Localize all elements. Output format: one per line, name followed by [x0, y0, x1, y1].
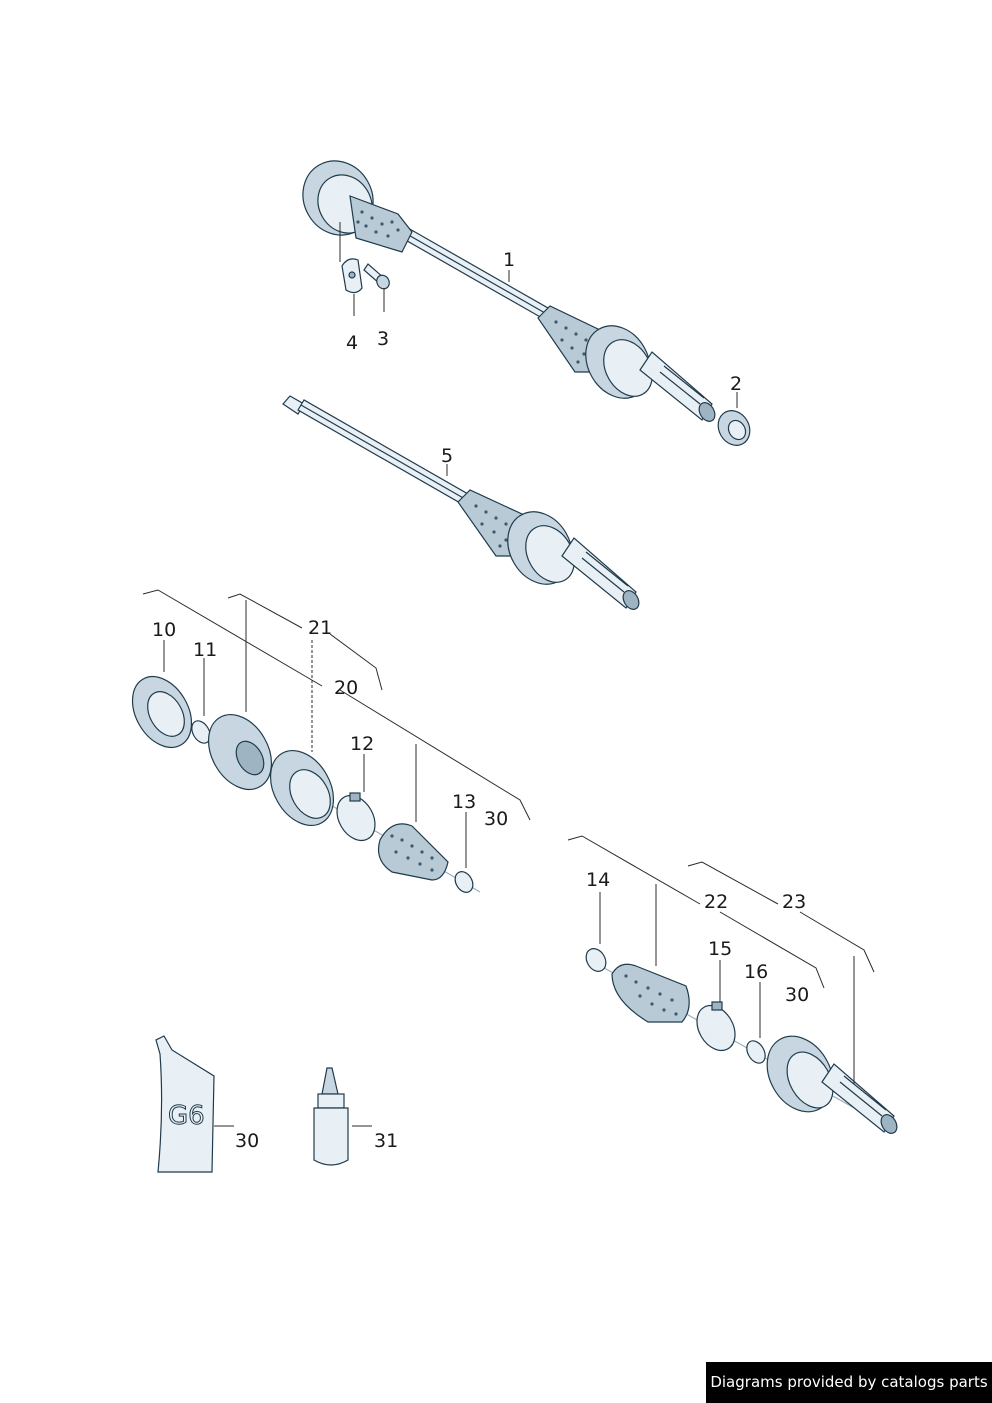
hose-clamp-large-outer	[696, 1001, 736, 1052]
callout-16: 16	[744, 961, 768, 983]
callout-labels: 1 2 3 4 5 10 11 21 20 12 13 30 14 22 23 …	[152, 249, 809, 1152]
callout-3: 3	[377, 328, 389, 350]
callout-15: 15	[708, 938, 732, 960]
callout-11: 11	[193, 639, 217, 661]
boot-outer	[611, 963, 690, 1023]
callout-30-outer-kit: 30	[785, 984, 809, 1006]
bracket-20	[142, 589, 323, 687]
callout-13: 13	[452, 791, 476, 813]
callout-20: 20	[334, 677, 358, 699]
bracket-21-end	[329, 633, 383, 691]
callout-12: 12	[350, 733, 374, 755]
callout-14: 14	[586, 869, 610, 891]
callout-5: 5	[441, 445, 453, 467]
callout-1: 1	[503, 249, 515, 271]
callout-4: 4	[346, 332, 358, 354]
cv-joint-housing	[269, 750, 335, 826]
callout-23: 23	[782, 891, 806, 913]
leader-lines	[163, 222, 855, 1127]
callout-30-grease: 30	[235, 1130, 259, 1152]
retaining-plate	[341, 258, 363, 294]
bracket-20-end	[339, 689, 531, 821]
bolt	[363, 263, 390, 290]
hose-clamp-small-outer	[585, 948, 607, 972]
grease-tube: G6	[155, 1035, 215, 1173]
callout-31: 31	[374, 1130, 398, 1152]
bracket-22	[567, 835, 701, 905]
callout-22: 22	[704, 891, 728, 913]
drive-shaft-assembly	[302, 160, 716, 422]
callout-2: 2	[730, 373, 742, 395]
bracket-21	[227, 593, 303, 629]
outer-cv-joint	[766, 1035, 898, 1134]
bracket-23-end	[799, 911, 875, 973]
joint-cover	[131, 676, 193, 748]
cv-joint-hub	[207, 714, 273, 790]
bracket-22-end	[719, 911, 825, 989]
boot-inner	[377, 823, 449, 881]
hose-clamp-small	[454, 871, 474, 893]
callout-30-inner-kit: 30	[484, 808, 508, 830]
bracket-23	[687, 861, 779, 905]
drive-shaft-partial	[282, 395, 640, 610]
hose-clamp-large	[336, 792, 376, 842]
circlip-outer	[746, 1040, 766, 1064]
callout-10: 10	[152, 619, 176, 641]
credit-banner: Diagrams provided by catalogs parts	[706, 1362, 992, 1403]
grease-tube-marking: G6	[168, 1101, 205, 1131]
sealant-bottle	[313, 1067, 349, 1166]
circlip-inner	[191, 720, 211, 744]
callout-21: 21	[308, 617, 332, 639]
axle-nut	[717, 410, 751, 446]
